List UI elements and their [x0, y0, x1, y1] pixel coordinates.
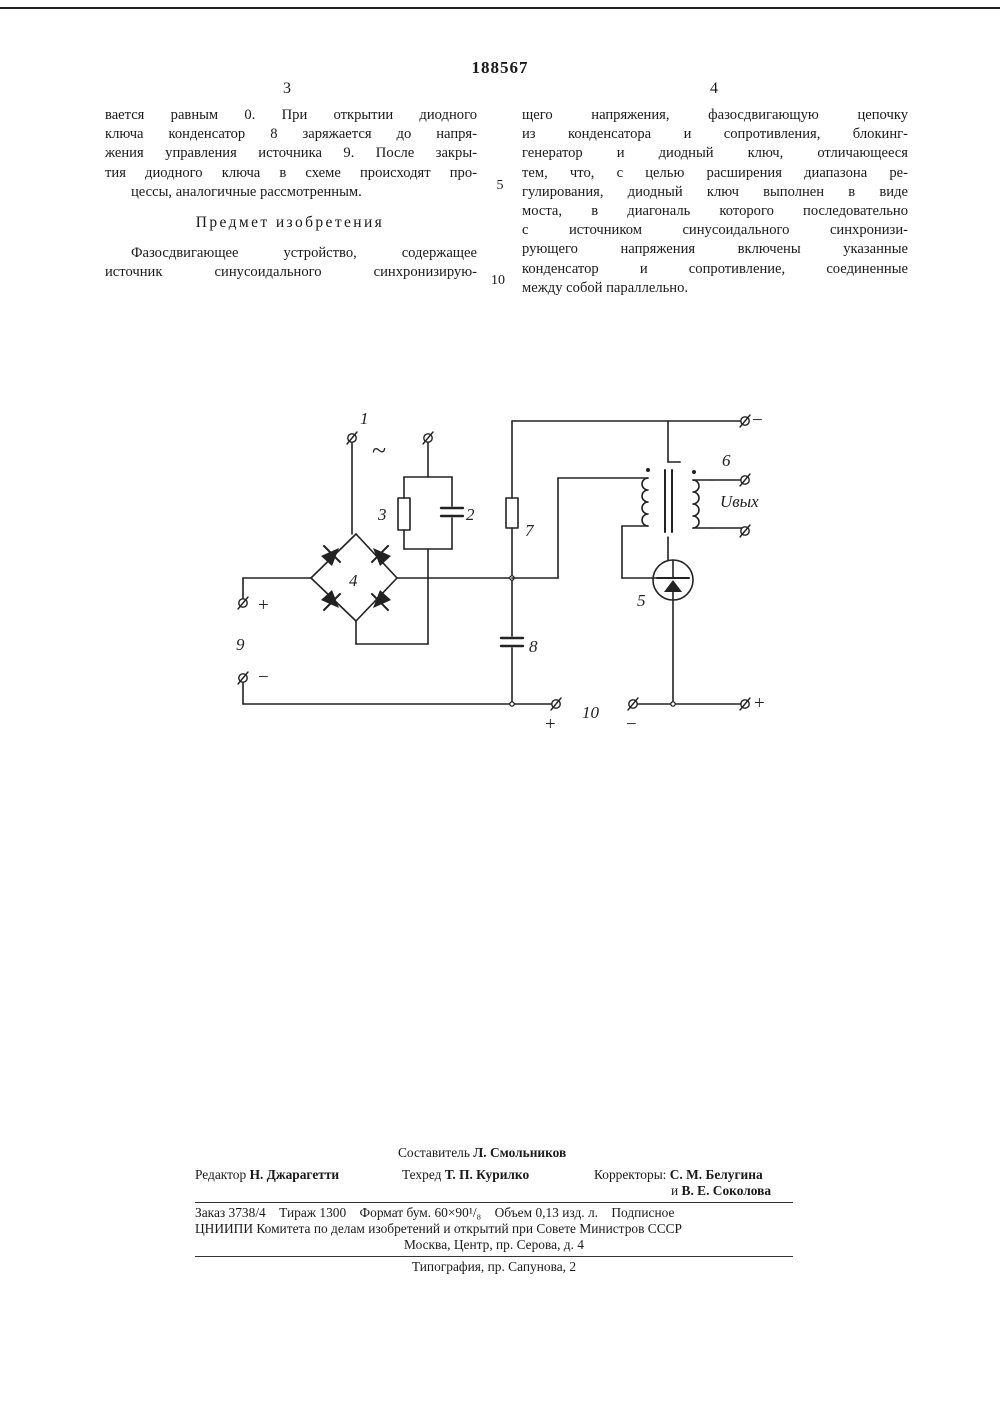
editor-label: Редактор	[195, 1167, 246, 1182]
winding-dot	[646, 468, 650, 472]
label-1: 1	[360, 409, 369, 428]
compiler-name: Л. Смольников	[473, 1145, 566, 1160]
label-u-out: Uвых	[720, 492, 759, 511]
printer-line: Типография, пр. Сапунова, 2	[195, 1259, 793, 1276]
terminal-bottom-minus	[628, 698, 638, 710]
transistor-5	[653, 560, 693, 600]
order-line: Заказ 3738/4 Тираж 1300 Формат бум. 60×9…	[195, 1205, 793, 1222]
techred-name: Т. П. Курилко	[445, 1167, 529, 1182]
address-line: Москва, Центр, пр. Серова, д. 4	[195, 1237, 793, 1254]
capacitor-8	[501, 638, 523, 646]
label-plus-left: +	[258, 595, 269, 616]
corrector-2-prefix: и	[671, 1183, 678, 1198]
techred-label: Техред	[402, 1167, 441, 1182]
correctors-label: Корректоры:	[594, 1167, 666, 1182]
terminal-6-out	[740, 474, 750, 486]
circuit-diagram: 1 ~ 2 3 4 5 6 7 8 9 10 Uвых + − − + − +	[0, 0, 1000, 760]
label-minus-bottom: −	[626, 714, 637, 735]
label-plus-bottom-left: +	[545, 714, 556, 735]
imprint-divider-top	[195, 1202, 793, 1203]
label-5: 5	[637, 591, 646, 610]
junction-node	[671, 702, 675, 706]
label-4: 4	[349, 571, 358, 590]
terminal-top-minus	[740, 415, 750, 427]
label-6: 6	[722, 451, 731, 470]
terminal-10-plus	[551, 698, 561, 710]
label-minus-left: −	[258, 667, 269, 688]
label-7: 7	[525, 521, 535, 540]
label-2: 2	[466, 505, 475, 524]
terminal-out-2	[740, 525, 750, 537]
organization-line: ЦНИИПИ Комитета по делам изобретений и о…	[195, 1221, 793, 1238]
resistor-3	[398, 498, 410, 530]
resistor-7	[506, 498, 518, 528]
corrector-2: В. Е. Соколова	[682, 1183, 771, 1198]
label-minus-top: −	[752, 410, 763, 431]
label-10: 10	[582, 703, 600, 722]
corrector-1: С. М. Белугина	[670, 1167, 763, 1182]
transformer-winding-secondary	[693, 480, 699, 528]
label-8: 8	[529, 637, 538, 656]
transformer-core	[665, 470, 672, 532]
techred-line: Техред Т. П. Курилко	[402, 1167, 529, 1184]
capacitor-2	[441, 508, 463, 516]
compiler-line: Составитель Л. Смольников	[398, 1145, 566, 1162]
correctors-line: Корректоры: С. М. Белугина	[594, 1167, 763, 1184]
terminal-bottom-plus	[740, 698, 750, 710]
label-3: 3	[377, 505, 387, 524]
label-plus-bottom-right: +	[754, 693, 765, 714]
label-tilde: ~	[372, 436, 386, 465]
junction-node	[510, 702, 514, 706]
winding-dot	[692, 470, 696, 474]
corrector-2-line: и В. Е. Соколова	[671, 1183, 771, 1200]
compiler-label: Составитель	[398, 1145, 470, 1160]
editor-name: Н. Джарагетти	[250, 1167, 340, 1182]
label-9: 9	[236, 635, 245, 654]
imprint-divider-bottom	[195, 1256, 793, 1257]
transformer-winding-primary	[642, 478, 648, 526]
editor-line: Редактор Н. Джарагетти	[195, 1167, 339, 1184]
